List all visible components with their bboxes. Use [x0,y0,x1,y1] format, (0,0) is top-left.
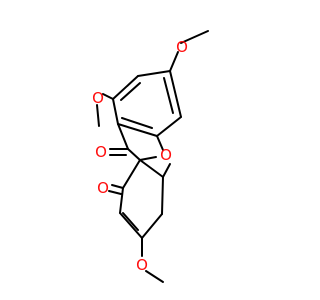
bond-aromatic-o-left [102,93,114,100]
bond-benzene-c7-c7a [156,116,182,137]
bond-benzene-c3a-c4 [112,98,119,125]
bond-o-methyl-bottom [145,270,164,283]
bond-o-ring-spiro [139,156,157,161]
bond-benzene-c4-c5 [112,75,139,100]
oxygen-methoxy-bottom: O [136,256,148,274]
oxygen-ring: O [160,146,172,164]
bond-c-ome-ch [119,212,143,239]
oxygen-methoxy-left: O [92,89,104,107]
bond-c-methyl-ch2 [161,176,164,215]
bond-spiro-c3 [127,148,141,161]
bond-ch2-c-ome [141,213,163,239]
bond-o-aromatic-top-right [169,51,179,72]
oxygen-ketone-furanone: O [95,143,107,161]
bond-benzene-c4-c5-inner [120,82,141,101]
molecule-structure-diagram: O O O O O O [92,30,209,283]
bond-c7a-o-ring [156,135,164,151]
bond-c-ome-ch-inner [122,212,139,231]
bond-layer [96,30,209,283]
bond-o-methyl-left [96,104,100,127]
bond-spiro-c-methyl [139,159,164,178]
bond-ketone-carbonyl-2 [108,190,122,195]
bond-ch-c-ketone [119,187,124,214]
bond-c-ketone-spiro [122,159,141,189]
bond-benzene-c7a-c3a-inner [121,117,153,129]
atom-label-layer: O O O O O O [92,38,188,274]
bond-methyl-o-top-right [180,30,209,44]
bond-benzene-c7a-c3a [117,123,158,137]
oxygen-methoxy-top-right: O [176,38,188,56]
bond-c-methyl-methyl [162,163,171,178]
bond-benzene-c6-c7 [169,70,182,118]
bond-benzene-c5-c6 [137,70,171,77]
bond-benzene-c6-c7-inner [163,77,174,114]
bond-c3-c3a [117,123,129,150]
oxygen-ketone-cyclohexenone: O [97,179,109,197]
bond-ketone-carbonyl-1 [111,184,124,189]
